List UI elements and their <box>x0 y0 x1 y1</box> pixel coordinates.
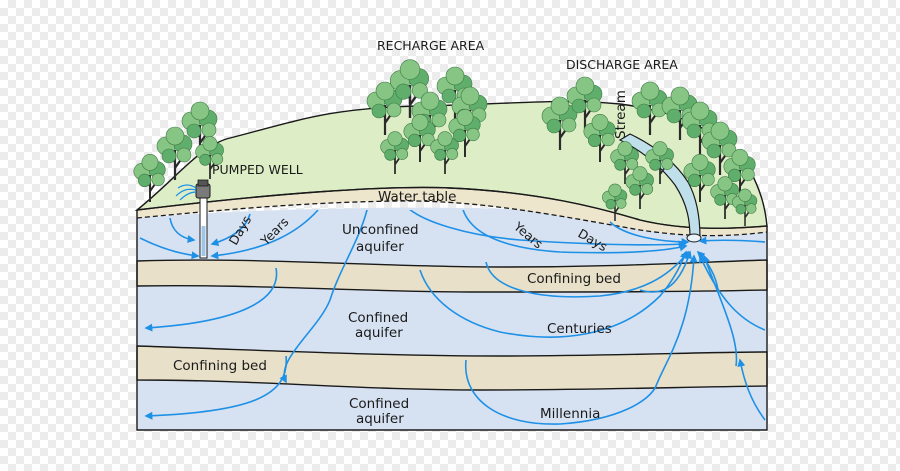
flow-arrow-icon <box>702 254 738 367</box>
unconfined-aquifer-label-line1: Unconfined <box>342 222 419 238</box>
flow-arrow-icon <box>699 254 766 331</box>
flow-arrow-icon <box>144 267 278 332</box>
recharge-area-label: RECHARGE AREA <box>377 38 485 53</box>
flow-arrow-icon <box>462 210 688 254</box>
tree-icon <box>566 76 603 130</box>
tree-icon <box>133 153 166 202</box>
unsaturated-zone <box>137 187 767 236</box>
flow-arrow-icon <box>737 358 766 421</box>
tree-icon <box>710 176 739 219</box>
tree-icon <box>583 114 616 162</box>
tree-icon <box>732 188 758 226</box>
confining-bed-lower-label: Confining bed <box>173 358 267 374</box>
millennia-label: Millennia <box>540 406 600 422</box>
flow-arrow-icon <box>698 236 766 245</box>
tree-icon <box>541 96 578 150</box>
flow-arrow-icon <box>279 210 368 384</box>
tree-icon <box>701 121 738 175</box>
well-pump-icon <box>175 179 211 259</box>
flow-arrow-icon <box>409 210 687 249</box>
tree-icon <box>436 66 473 120</box>
discharge-area-label: DISCHARGE AREA <box>566 57 678 72</box>
flow-arrow-icon <box>144 355 287 420</box>
tree-icon <box>645 141 674 184</box>
tree-icon <box>181 101 218 155</box>
flow-arrow-icon <box>639 250 692 293</box>
confined-aquifer-upper-label-line2: aquifer <box>355 325 403 341</box>
confining-bed-upper-label: Confining bed <box>527 271 621 287</box>
confined-aquifer-upper-label-line1: Confined <box>348 310 408 326</box>
tree-icon <box>380 131 409 174</box>
tree-icon <box>625 166 654 209</box>
tree-icon <box>610 141 639 184</box>
water-table-label: Water table <box>378 189 456 205</box>
tree-icon <box>403 114 436 162</box>
tree-icon <box>448 109 481 157</box>
tree-icon <box>602 183 628 221</box>
tree-icon <box>631 81 668 135</box>
centuries-label: Centuries <box>547 321 612 337</box>
trees-group <box>133 59 758 226</box>
flow-arrow-icon <box>465 254 698 425</box>
stream-label: Stream <box>613 90 629 139</box>
flow-arrow-icon <box>419 250 688 338</box>
pumped-well-label: PUMPED WELL <box>212 162 303 177</box>
confined-aquifer-lower-label-line1: Confined <box>349 396 409 412</box>
tree-icon <box>156 126 193 180</box>
tree-icon <box>430 131 459 174</box>
flow-arrow-icon <box>210 213 251 246</box>
flow-arrow-icon <box>139 237 200 260</box>
unconfined-aquifer-label-line2: aquifer <box>356 239 404 255</box>
flow-arrow-icon <box>485 250 689 298</box>
confined-aquifer-lower-label-line2: aquifer <box>356 411 404 427</box>
flow-arrow-icon <box>210 210 319 260</box>
tree-icon <box>366 81 403 135</box>
block-outline <box>136 210 768 431</box>
water-table-line <box>136 200 768 237</box>
flow-arrow-icon <box>609 221 690 246</box>
flow-arrow-icon <box>169 217 196 244</box>
tree-icon <box>683 153 716 202</box>
flow-arrows <box>139 210 766 425</box>
tree-icon <box>195 136 224 179</box>
